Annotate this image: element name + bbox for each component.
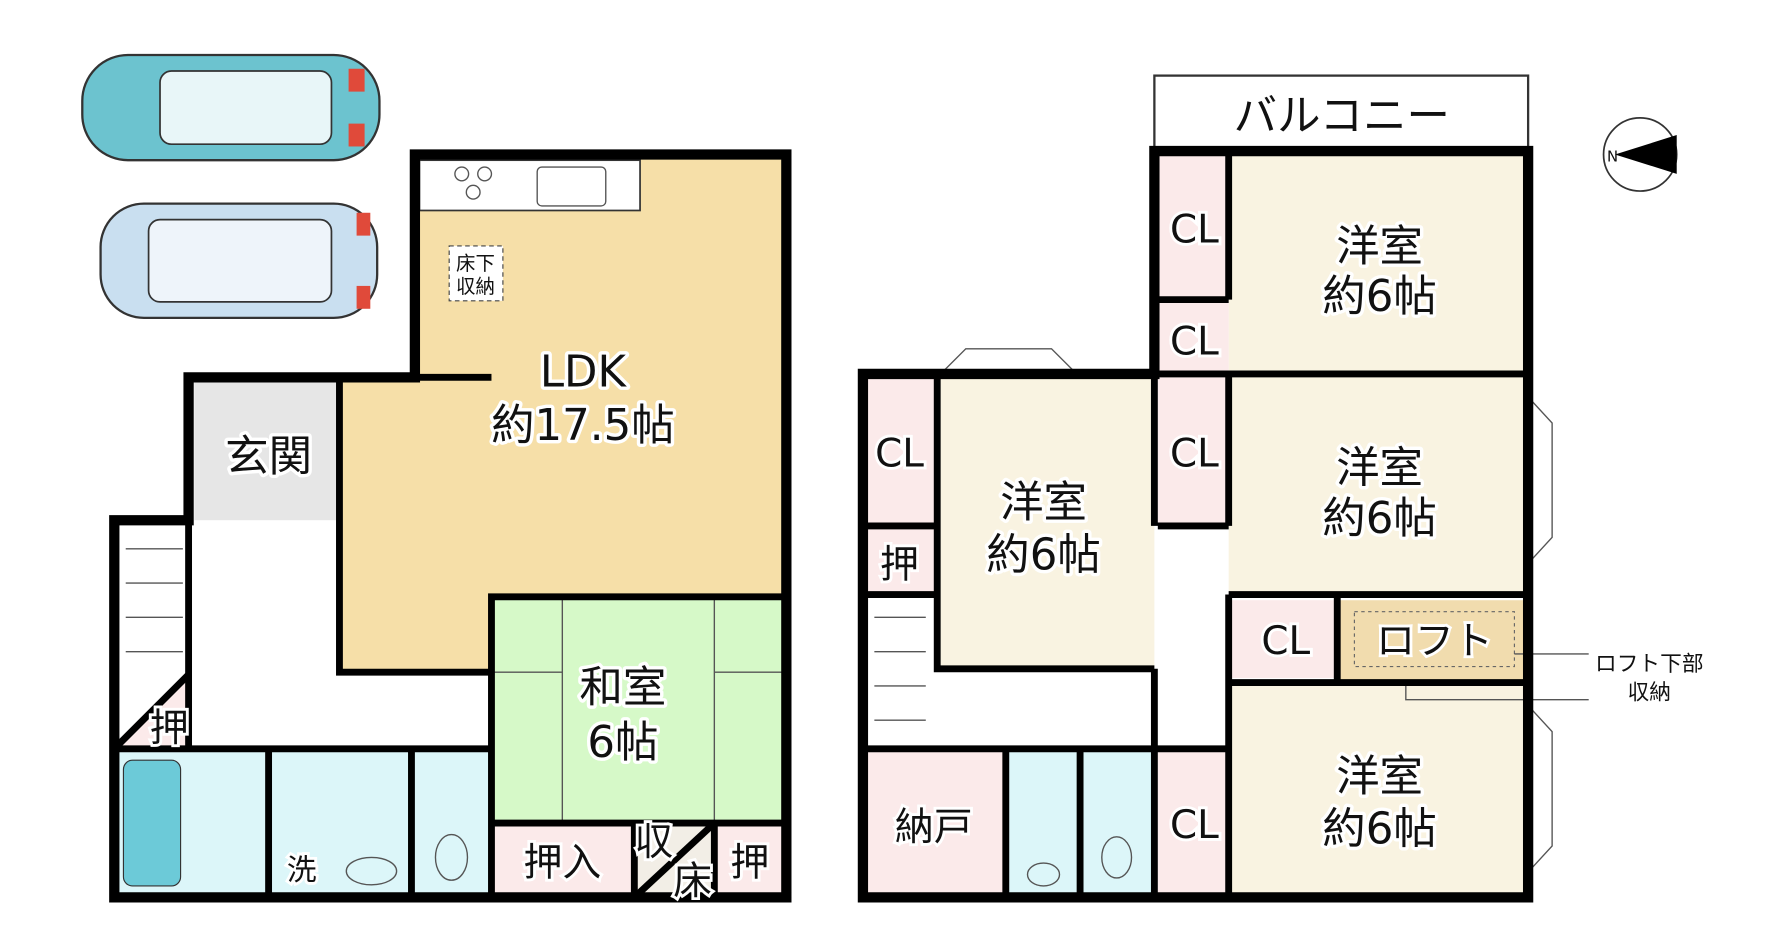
- room-size: 約6帖: [1322, 805, 1436, 855]
- washbasin-icon: [345, 856, 398, 886]
- room-size: 約6帖: [1322, 494, 1436, 544]
- sink-icon: [536, 166, 607, 207]
- closet-label: CL: [1261, 619, 1310, 664]
- room-se: [1228, 685, 1526, 898]
- oshi-closet: [714, 823, 787, 898]
- compass-north-label: N: [1607, 147, 1618, 165]
- loft-note: 収納: [1628, 681, 1671, 706]
- toilet-icon: [1101, 836, 1133, 879]
- washitsu-label: 和室: [579, 663, 666, 713]
- loft-note: ロフト下部: [1595, 652, 1704, 677]
- balcony: [1153, 74, 1530, 153]
- entrance-label: 玄関: [225, 432, 312, 482]
- washroom: [268, 748, 412, 898]
- room-size: 約6帖: [986, 530, 1100, 580]
- room-e: [1228, 377, 1526, 595]
- closet-label: CL: [875, 431, 924, 476]
- room-label: 洋室: [1336, 444, 1423, 494]
- room-label: 洋室: [1336, 752, 1423, 802]
- oshi-label: 押: [880, 542, 919, 587]
- underfloor-storage: [448, 245, 504, 302]
- oshi-label: 押: [730, 841, 769, 886]
- car-icon: [81, 53, 381, 162]
- closet-label: CL: [1170, 431, 1219, 476]
- ldk-size: 約17.5帖: [491, 401, 675, 451]
- closet-label: CL: [1170, 803, 1219, 848]
- underfloor-label: 床下: [456, 252, 495, 275]
- room-label: 洋室: [1336, 222, 1423, 272]
- toilet-room: [411, 748, 492, 898]
- entrance: [194, 377, 340, 521]
- washitsu-size: 6帖: [587, 718, 658, 768]
- room-w: [937, 377, 1155, 669]
- closet-label: CL: [1170, 319, 1219, 364]
- washroom-label: 洗: [287, 853, 317, 888]
- room-ne: [1228, 154, 1526, 372]
- car-icon: [99, 202, 379, 320]
- washitsu-room: [491, 596, 787, 824]
- oshiire: [491, 823, 635, 898]
- nando-label: 納戸: [895, 805, 973, 850]
- closet-label: CL: [1170, 207, 1219, 252]
- loft-label: ロフト: [1376, 619, 1493, 664]
- oshi-label: 押: [150, 706, 189, 751]
- balcony-label: バルコニー: [1234, 91, 1450, 141]
- toko-label: 床: [673, 859, 712, 904]
- room-size: 約6帖: [1322, 272, 1436, 322]
- compass-icon: N: [1602, 117, 1678, 192]
- bathtub-icon: [122, 759, 182, 887]
- ldk-label: LDK: [540, 347, 628, 397]
- underfloor-label: 収納: [456, 275, 495, 298]
- oshiire-label: 押入: [523, 841, 601, 886]
- toilet-icon: [434, 833, 469, 881]
- room-label: 洋室: [1000, 478, 1087, 528]
- kitchen-counter: [418, 159, 641, 212]
- storage-label: 収: [634, 820, 673, 865]
